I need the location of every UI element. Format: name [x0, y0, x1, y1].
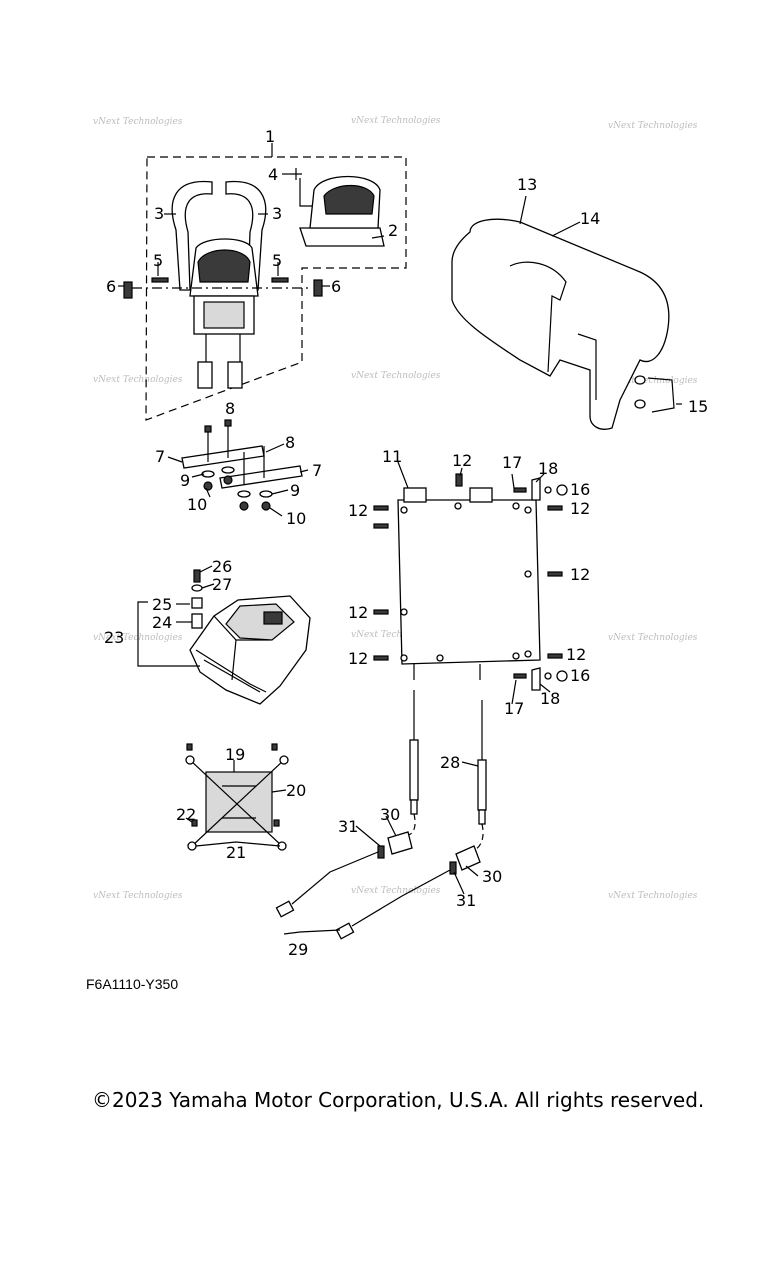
callout-25: 25 — [152, 595, 172, 614]
electronic-control-module — [137, 569, 311, 705]
callout-21: 21 — [226, 843, 246, 862]
callout-3: 3 — [154, 204, 164, 223]
watermark: vNext Technologies — [608, 891, 698, 901]
callout-10: 10 — [187, 495, 207, 514]
watermark: vNext Technologies — [93, 375, 183, 385]
callout-1: 1 — [265, 127, 275, 146]
callout-20: 20 — [286, 781, 306, 800]
callout-29: 29 — [288, 940, 308, 959]
callout-labels: 1 2 3 3 4 5 5 6 6 7 7 8 8 9 9 10 10 11 1… — [104, 127, 708, 959]
callout-16: 16 — [570, 666, 590, 685]
callout-12: 12 — [452, 451, 472, 470]
control-unit — [373, 473, 568, 691]
callout-12: 12 — [566, 645, 586, 664]
remote-control-assembly — [123, 143, 407, 421]
callout-15: 15 — [688, 397, 708, 416]
callout-2: 2 — [388, 221, 398, 240]
callout-9: 9 — [180, 471, 190, 490]
copyright-notice: ©2023 Yamaha Motor Corporation, U.S.A. A… — [92, 1088, 705, 1112]
callout-22: 22 — [176, 805, 196, 824]
watermark: vNext Technologies — [608, 121, 698, 131]
callout-5: 5 — [272, 251, 282, 270]
watermark: vNext Technologies — [93, 117, 183, 127]
callout-12: 12 — [570, 499, 590, 518]
watermark: vNext Technologies — [351, 371, 441, 381]
callout-8: 8 — [285, 433, 295, 452]
callout-7: 7 — [312, 461, 322, 480]
watermark: vNext Technologies — [351, 116, 441, 126]
callout-14: 14 — [580, 209, 600, 228]
callout-19: 19 — [225, 745, 245, 764]
callout-5: 5 — [153, 251, 163, 270]
callout-26: 26 — [212, 557, 232, 576]
callout-3: 3 — [272, 204, 282, 223]
mounting-brackets — [181, 419, 303, 511]
watermark: vNext Technologies — [351, 630, 441, 640]
callout-12: 12 — [348, 649, 368, 668]
callout-8: 8 — [225, 399, 235, 418]
callout-23: 23 — [104, 628, 124, 647]
callout-31: 31 — [338, 817, 358, 836]
callout-17: 17 — [502, 453, 522, 472]
callout-28: 28 — [440, 753, 460, 772]
callout-6: 6 — [331, 277, 341, 296]
callout-17: 17 — [504, 699, 524, 718]
watermark: vNext Technologies — [608, 376, 698, 386]
callout-6: 6 — [106, 277, 116, 296]
watermark: vNext Technologies — [608, 633, 698, 643]
callout-30: 30 — [482, 867, 502, 886]
callout-18: 18 — [538, 459, 558, 478]
diagram-code: F6A1110-Y350 — [86, 976, 179, 992]
callout-30: 30 — [380, 805, 400, 824]
watermark: vNext Technologies — [93, 891, 183, 901]
cables — [275, 690, 487, 940]
callout-4: 4 — [268, 165, 278, 184]
callout-13: 13 — [517, 175, 537, 194]
callout-7: 7 — [155, 447, 165, 466]
callout-12: 12 — [348, 501, 368, 520]
callout-12: 12 — [570, 565, 590, 584]
watermark: vNext Technologies — [351, 886, 441, 896]
callout-12: 12 — [348, 603, 368, 622]
cover — [451, 218, 675, 430]
tie-straps — [185, 743, 289, 851]
leader-lines — [118, 173, 682, 935]
callout-11: 11 — [382, 447, 402, 466]
callout-9: 9 — [290, 481, 300, 500]
callout-16: 16 — [570, 480, 590, 499]
callout-27: 27 — [212, 575, 232, 594]
callout-18: 18 — [540, 689, 560, 708]
callout-10: 10 — [286, 509, 306, 528]
callout-31: 31 — [456, 891, 476, 910]
callout-24: 24 — [152, 613, 172, 632]
